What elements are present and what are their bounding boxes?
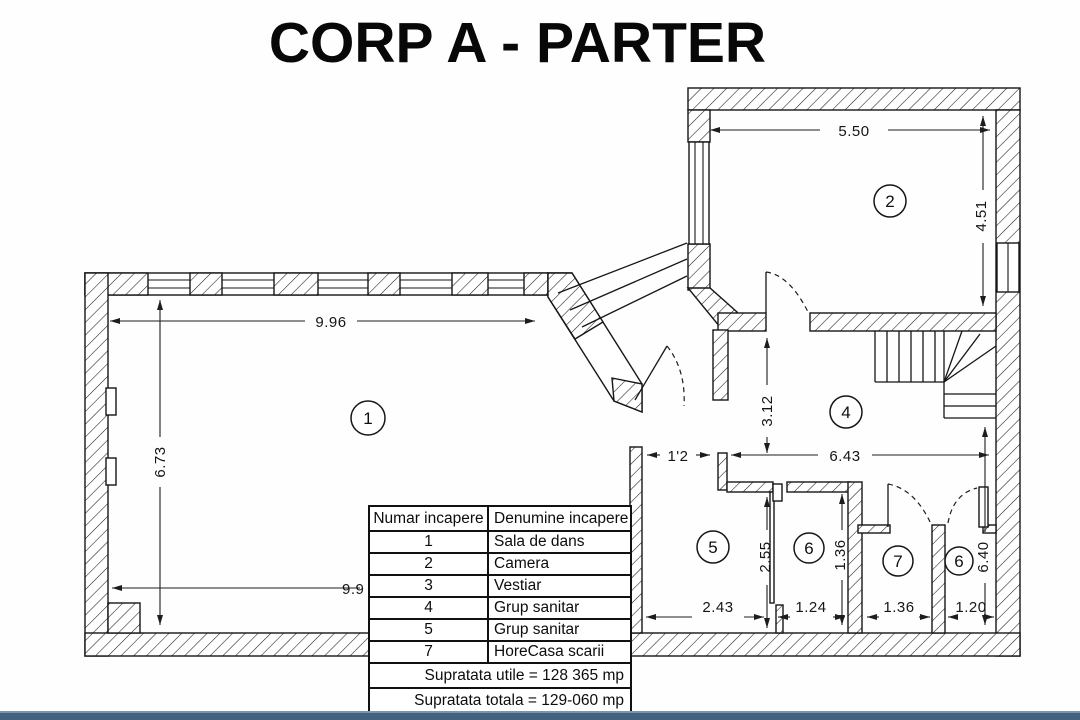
dim-room2-right: 4.51: [973, 200, 990, 231]
room6a-number: 6: [804, 539, 813, 558]
room6a-circle: [793, 532, 825, 564]
entrance-steps: [557, 242, 688, 328]
room7-circle: [882, 545, 914, 577]
dim-room5-width: 2.43: [702, 599, 733, 616]
room4-circle: [829, 395, 863, 429]
page-title: CORP A - PARTER: [268, 11, 767, 75]
room-num: 7: [370, 642, 489, 662]
room-legend-table: Numar incapere Denumine incapere 1 Sala …: [368, 505, 632, 714]
window-mullions: [148, 279, 524, 289]
room-num: 1: [370, 532, 489, 552]
room-num: 4: [370, 598, 489, 618]
table-row: 1 Sala de dans: [370, 532, 630, 554]
dim-room6a-height: 1.36: [832, 539, 849, 570]
dim-opening-width: 1'2: [667, 448, 688, 465]
dim-room7-width: 1.36: [883, 599, 914, 616]
dim-room6a-width: 1.24: [795, 599, 826, 616]
dim-room2-top: 5.50: [838, 123, 869, 140]
room7-number: 7: [893, 552, 902, 571]
room6b-door-swing: [947, 487, 978, 524]
door-post: [772, 483, 783, 502]
room6b-door-leaf: [978, 486, 989, 528]
table-row: 2 Camera: [370, 554, 630, 576]
room1-circle: [350, 400, 386, 436]
table-footer-total-area: Supratata totala = 129-060 mp: [414, 691, 624, 709]
entry-door-leaf: [634, 345, 668, 401]
dim-room6b-width: 1.20: [955, 599, 986, 616]
doors: [634, 271, 989, 528]
room-name: Vestiar: [494, 577, 542, 594]
room6b-number: 6: [954, 552, 963, 571]
room-name: Grup sanitar: [494, 599, 580, 616]
room-name: Camera: [494, 555, 550, 572]
room5-number: 5: [708, 538, 717, 557]
room1-number: 1: [363, 409, 372, 428]
room7-door-swing: [887, 483, 932, 525]
room5-circle: [696, 530, 730, 564]
room-labels: 1 2 4 5 6 7 6: [350, 184, 974, 577]
room-num: 5: [370, 620, 489, 640]
room4-number: 4: [841, 403, 850, 422]
dim-corridor-height: 3.12: [759, 395, 776, 426]
partition-5-6: [769, 491, 775, 604]
window-bottom-bar: [0, 711, 1080, 720]
staircase: [874, 330, 997, 419]
table-header-row: Numar incapere Denumine incapere: [370, 507, 630, 532]
table-row: 3 Vestiar: [370, 576, 630, 598]
room-num: 2: [370, 554, 489, 574]
entry-door-swing: [666, 345, 685, 407]
dim-room1-bottom: 9.9: [342, 581, 364, 598]
window-room2-left: [688, 141, 710, 245]
room6b-circle: [944, 546, 974, 576]
room-name: Sala de dans: [494, 533, 585, 550]
table-row: 5 Grup sanitar: [370, 620, 630, 642]
dimensions: 5.50 4.51 9.96 6.73 9.9 3.12 6.43: [110, 116, 994, 628]
table-row: 4 Grup sanitar: [370, 598, 630, 620]
room2-number: 2: [885, 192, 894, 211]
corridor-door-swing: [765, 271, 810, 315]
header-room-number: Numar incapere: [370, 507, 489, 530]
room-name: HoreCasa scarii: [494, 643, 605, 660]
header-room-name: Denumine incapere: [494, 509, 629, 527]
wall-pilaster: [105, 387, 117, 416]
wall-pilaster: [105, 457, 117, 486]
dim-room1-top: 9.96: [315, 314, 346, 331]
room-name: Grup sanitar: [494, 621, 580, 638]
table-footer-useful-area: Supratata utile = 128 365 mp: [370, 664, 630, 689]
dim-room1-left: 6.73: [152, 446, 169, 477]
table-row: 7 HoreCasa scarii: [370, 642, 630, 664]
dim-right-height: 6.40: [975, 541, 992, 572]
dim-room5-height: 2.55: [757, 541, 774, 572]
dim-mid-width: 6.43: [829, 448, 860, 465]
room2-circle: [873, 184, 907, 218]
room-num: 3: [370, 576, 489, 596]
